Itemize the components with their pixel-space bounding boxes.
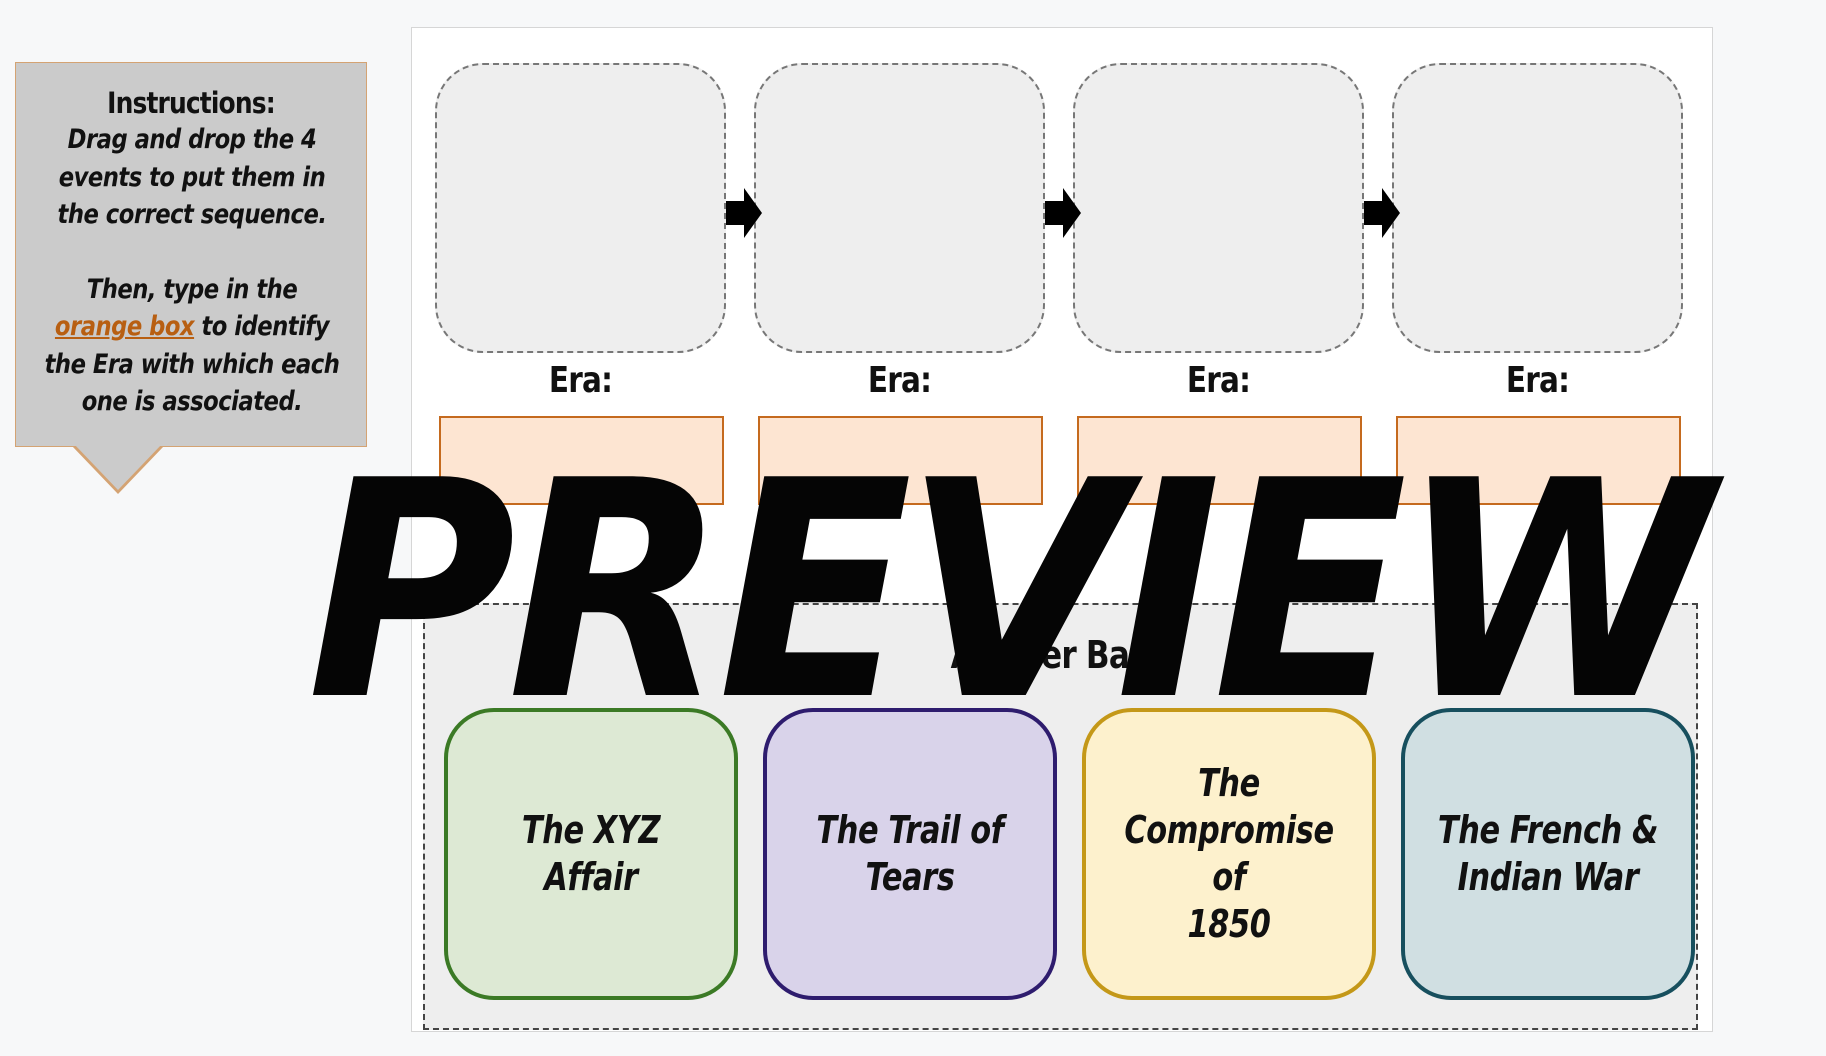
event-card-compromise-1850[interactable]: The Compromise of 1850 <box>1082 708 1376 1000</box>
card-label-line: Tears <box>865 855 955 899</box>
drop-slot-3[interactable] <box>1073 63 1364 353</box>
instructions-line: Then, type in the <box>86 273 298 305</box>
era-label: Era: <box>1505 360 1570 401</box>
era-label: Era: <box>1186 360 1251 401</box>
card-label-line: The French & <box>1437 808 1659 852</box>
card-label-line: The XYZ Affair <box>521 808 661 899</box>
drop-slot-4[interactable] <box>1392 63 1683 353</box>
answer-bank: Answer Bank The XYZ Affair The Trail of … <box>423 603 1698 1030</box>
instructions-line: one is associated. <box>81 386 303 417</box>
drop-slot-2[interactable] <box>754 63 1045 353</box>
instructions-line-rest: to identify <box>194 311 330 342</box>
orange-box-link[interactable]: orange box <box>54 311 195 342</box>
instructions-line: the Era with which each <box>44 348 340 380</box>
drop-slot-1[interactable] <box>435 63 726 353</box>
instructions-body: Drag and drop the 4 events to put them i… <box>20 121 364 421</box>
instructions-title: Instructions: <box>107 86 276 120</box>
card-label-line: Indian War <box>1457 855 1639 899</box>
callout-tail <box>72 444 164 494</box>
card-label-line: 1850 <box>1187 902 1271 946</box>
answer-bank-title: Answer Bank <box>950 633 1171 677</box>
instructions-line-with-link: orange box to identify <box>20 308 364 346</box>
card-label: The XYZ Affair <box>477 807 706 901</box>
card-label-line: The <box>1198 761 1260 805</box>
event-card-french-indian-war[interactable]: The French & Indian War <box>1401 708 1695 1000</box>
instructions-line: the correct sequence. <box>57 199 327 230</box>
era-input-4[interactable] <box>1396 416 1681 505</box>
era-label: Era: <box>548 360 613 401</box>
era-input-3[interactable] <box>1077 416 1362 505</box>
card-label: The French & Indian War <box>1434 807 1663 901</box>
activity-slide: Era: Era: Era: Era: Answer Bank The XYZ … <box>411 27 1713 1032</box>
right-arrow-icon <box>1364 188 1400 238</box>
event-card-trail-of-tears[interactable]: The Trail of Tears <box>763 708 1057 1000</box>
instructions-line: Drag and drop the 4 <box>67 124 317 155</box>
era-input-1[interactable] <box>439 416 724 505</box>
card-label-line: Compromise of <box>1124 808 1334 899</box>
right-arrow-icon <box>1045 188 1081 238</box>
era-input-2[interactable] <box>758 416 1043 505</box>
right-arrow-icon <box>726 188 762 238</box>
event-card-xyz-affair[interactable]: The XYZ Affair <box>444 708 738 1000</box>
card-label: The Trail of Tears <box>796 807 1025 901</box>
instructions-line: events to put them in <box>58 161 326 193</box>
instructions-callout: Instructions: Drag and drop the 4 events… <box>15 62 367 447</box>
card-label-line: The Trail of <box>816 808 1004 852</box>
card-label: The Compromise of 1850 <box>1115 760 1344 948</box>
era-label: Era: <box>867 360 932 401</box>
